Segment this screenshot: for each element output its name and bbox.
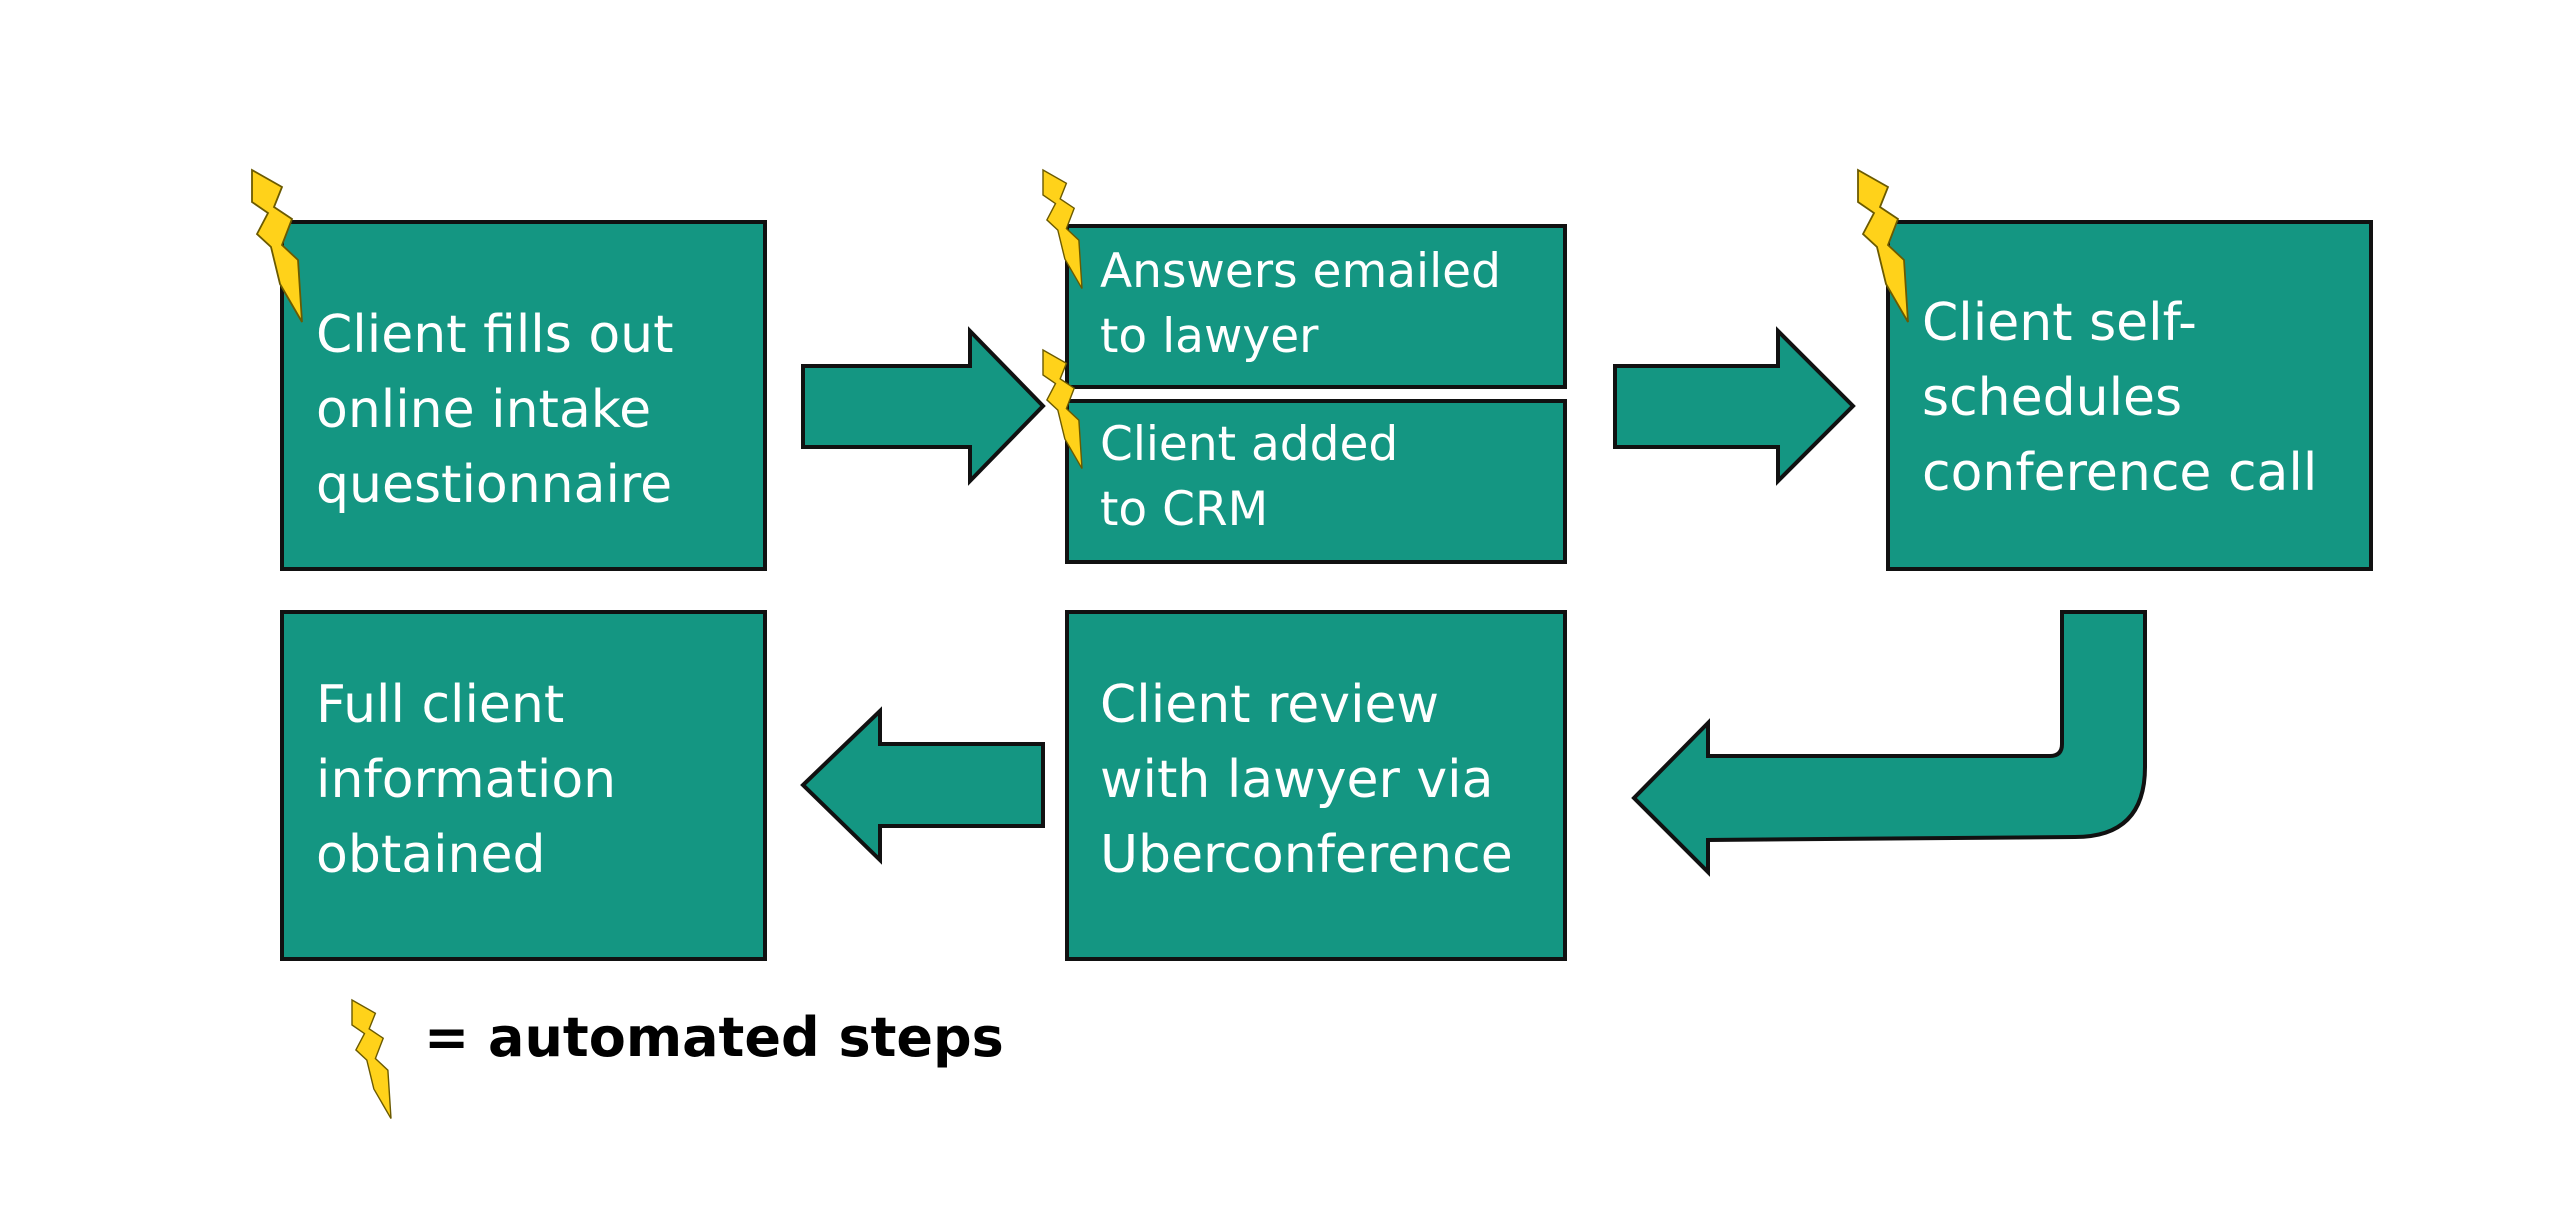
step-label-schedule-line-1: Client self- — [1922, 293, 2197, 353]
step-label-review: Client review with lawyer via Uberconfer… — [1100, 675, 1513, 885]
step-label-schedule-line-3: conference call — [1922, 443, 2317, 503]
step-label-intake-line-2: online intake — [316, 380, 651, 440]
step-box-info — [280, 610, 767, 961]
step-label-email-line-1: Answers emailed — [1100, 244, 1501, 299]
step-label-review-line-3: Uberconference — [1100, 825, 1513, 885]
arrow-right-1 — [801, 326, 1046, 486]
step-box-crm — [1065, 399, 1567, 564]
legend-lightning-bolt-icon — [351, 999, 392, 1120]
arrow-left — [800, 706, 1045, 865]
arrow-bend-down-left — [1631, 610, 2147, 877]
step-box-intake — [280, 220, 767, 571]
step-label-review-line-2: with lawyer via — [1100, 750, 1493, 810]
step-label-schedule-line-2: schedules — [1922, 368, 2182, 428]
step-label-email-line-2: to lawyer — [1100, 309, 1319, 364]
step-label-intake: Client fills out online intake questionn… — [316, 305, 690, 515]
step-label-intake-line-1: Client fills out — [316, 305, 674, 365]
step-label-review-line-1: Client review — [1100, 675, 1439, 735]
legend: = automated steps — [351, 999, 1004, 1120]
step-label-crm-line-1: Client added — [1100, 417, 1398, 472]
step-box-schedule — [1886, 220, 2373, 571]
legend-text: = automated steps — [424, 1006, 1004, 1069]
step-label-email: Answers emailed to lawyer — [1100, 244, 1516, 364]
step-label-crm-line-2: to CRM — [1100, 482, 1268, 537]
step-label-intake-line-3: questionnaire — [316, 455, 672, 515]
step-box-review — [1065, 610, 1567, 961]
arrow-right-2 — [1613, 326, 1856, 486]
step-label-info-line-3: obtained — [316, 825, 545, 885]
step-label-info-line-1: Full client — [316, 675, 564, 735]
step-box-email — [1065, 224, 1567, 389]
step-label-crm: Client added to CRM — [1100, 417, 1413, 537]
step-label-info: Full client information obtained — [316, 675, 633, 885]
step-label-info-line-2: information — [316, 750, 616, 810]
step-label-schedule: Client self- schedules conference call — [1922, 293, 2317, 503]
